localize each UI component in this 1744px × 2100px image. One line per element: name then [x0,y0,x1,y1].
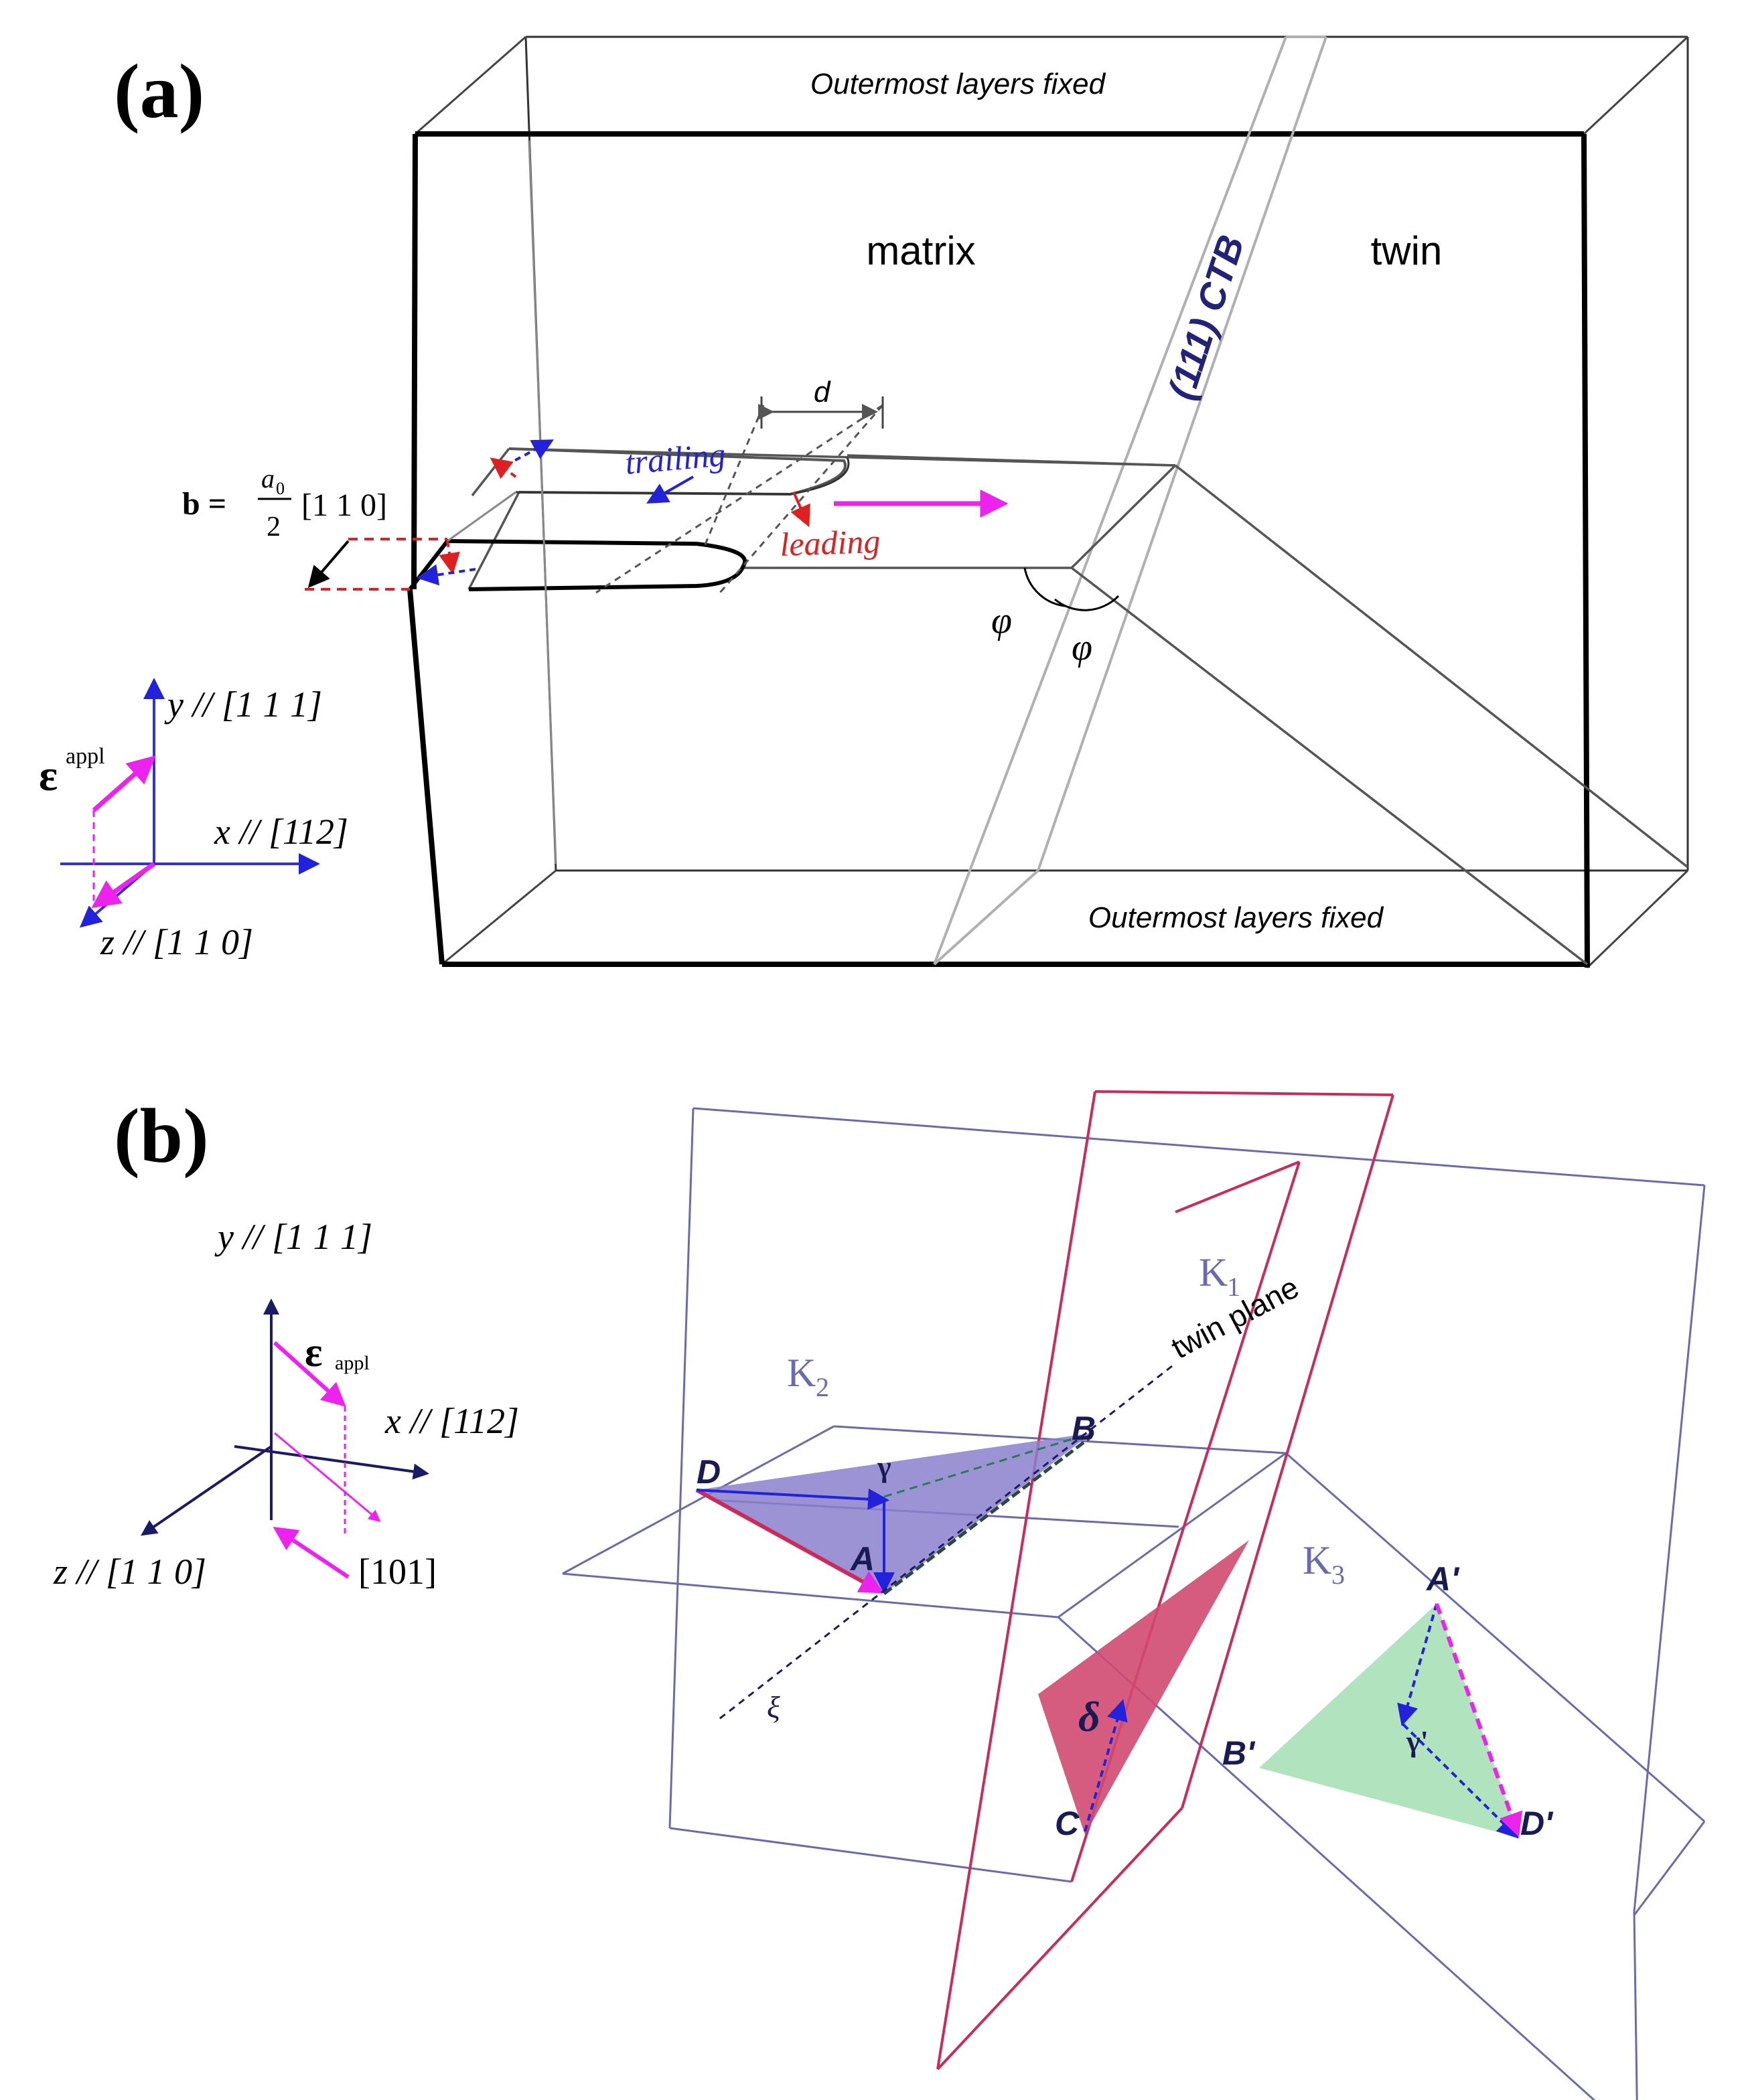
burgers-numerator: a [261,463,275,494]
point-A-label: A [849,1540,875,1578]
point-Aprime-label: A' [1425,1560,1460,1598]
ctb-label: (111) CTB [1159,230,1252,404]
axis-b-y-label: y // [1 1 1] [214,1217,372,1257]
axis-b-x-label: x // [112] [384,1401,519,1441]
k3-label: K 3 [1303,1538,1345,1590]
svg-text:3: 3 [1331,1560,1345,1590]
axis-b-z-label: z // [1 1 0] [53,1552,206,1592]
burgers-formula: b = a 0 2 [1 1 0] [182,463,387,542]
phi-left-label: φ [991,600,1012,642]
axis-a-x-label: x // [112] [214,812,348,852]
edge-Aprime-Dprime [1435,1603,1522,1837]
phi-right-label: φ [1072,627,1092,668]
point-C-label: C [1055,1805,1080,1842]
edge-AB [883,1435,1093,1595]
box-front-frame [407,131,1590,968]
ctb-plane [933,35,1327,966]
trailing-label: trailing [624,435,727,481]
burgers-components-upper [490,439,555,479]
crack-slab [467,447,1689,966]
point-B-label: B [1072,1410,1096,1447]
edge-DB-dashed [883,1432,1092,1498]
axis-a-z-label: z // [1 1 0] [100,922,253,962]
leading-label: leading [779,522,881,563]
xi-label: ξ [767,1690,780,1724]
burgers-direction: [1 1 0] [301,487,387,523]
panel-a: (a) [39,35,1689,969]
panel-b: (b) [53,1090,1706,2100]
direction-101-label: [101] [358,1552,437,1592]
k2-label: K 2 [787,1351,829,1402]
epsilon-b-symbol: ε [305,1330,323,1375]
svg-text:K: K [1199,1250,1228,1294]
slab-plane-edges [447,140,557,865]
crack-upper-lip [508,447,850,496]
trailing-arrow [646,475,694,504]
point-D-label: D [697,1453,721,1491]
vector-gamma-Dprime [1402,1723,1519,1839]
svg-text:K: K [1303,1538,1331,1582]
background-plane [668,1107,1706,1912]
dislocation-lines [595,404,884,594]
epsilon-a-symbol: ε [39,751,58,800]
bottom-boundary-note: Outermost layers fixed [1088,901,1384,934]
triangle-DAB [697,1433,1092,1594]
svg-text:1: 1 [1227,1272,1240,1302]
phi-arcs [1023,567,1120,611]
burgers-vector-arrow [307,540,350,589]
epsilon-b-subscript: appl [335,1352,370,1374]
vector-D-gamma [696,1488,889,1510]
twin-label: twin [1371,228,1443,273]
d-label: d [814,376,831,408]
panel-a-label: (a) [114,49,204,135]
burgers-denominator: 2 [267,512,281,542]
box-depth-edges [415,35,1689,969]
point-Bprime-label: B' [1222,1734,1256,1772]
top-boundary-note: Outermost layers fixed [810,68,1106,100]
burgers-components-lower [417,540,476,586]
svg-text:K: K [787,1351,816,1395]
point-Dprime-label: D' [1520,1805,1554,1842]
triangle-delta [1038,1540,1249,1835]
crack-lower-lip [408,538,747,591]
gamma-label: γ [877,1450,891,1483]
k1-label: K 1 [1199,1250,1240,1302]
burgers-projection-dashes [305,538,447,591]
d-dimension [758,396,884,429]
matrix-label: matrix [866,228,975,273]
leading-arrow [790,492,810,528]
axes-a [60,678,320,928]
burgers-numerator-sub: 0 [276,479,285,498]
axis-a-y-label: y // [1 1 1] [164,684,322,725]
edge-DA [695,1488,884,1594]
burgers-prefix: b = [182,486,226,522]
vector-Aprime-gamma [1397,1603,1438,1726]
delta-label: δ [1078,1693,1100,1740]
svg-text:2: 2 [816,1372,829,1402]
triangle-AprimeBprimeDprime [1259,1604,1520,1838]
axes-b [141,1298,429,1579]
panel-b-label: (b) [114,1094,209,1179]
gamma-prime-label: γ' [1406,1725,1429,1758]
epsilon-a-superscript: appl [66,744,105,769]
